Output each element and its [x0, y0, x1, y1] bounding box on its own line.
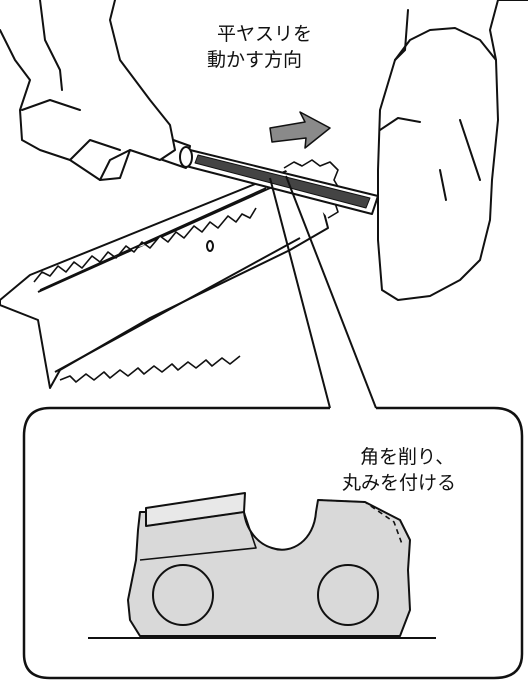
- left-gloved-hand: [0, 0, 176, 181]
- right-gloved-hand: [377, 0, 528, 301]
- rounding-label-line1: 角を削り、: [360, 446, 454, 468]
- callout-box: [22, 406, 524, 680]
- chain-cutter-link: [127, 492, 411, 637]
- rounding-label-line2: 丸みを付ける: [342, 472, 456, 494]
- file-direction-label-line2: 動かす方向: [207, 49, 302, 71]
- file-direction-label-line1: 平ヤスリを: [217, 23, 312, 45]
- callout-pointer: [269, 175, 377, 409]
- direction-arrow: [269, 111, 331, 149]
- rounding-guide-dashed-line: [317, 499, 403, 545]
